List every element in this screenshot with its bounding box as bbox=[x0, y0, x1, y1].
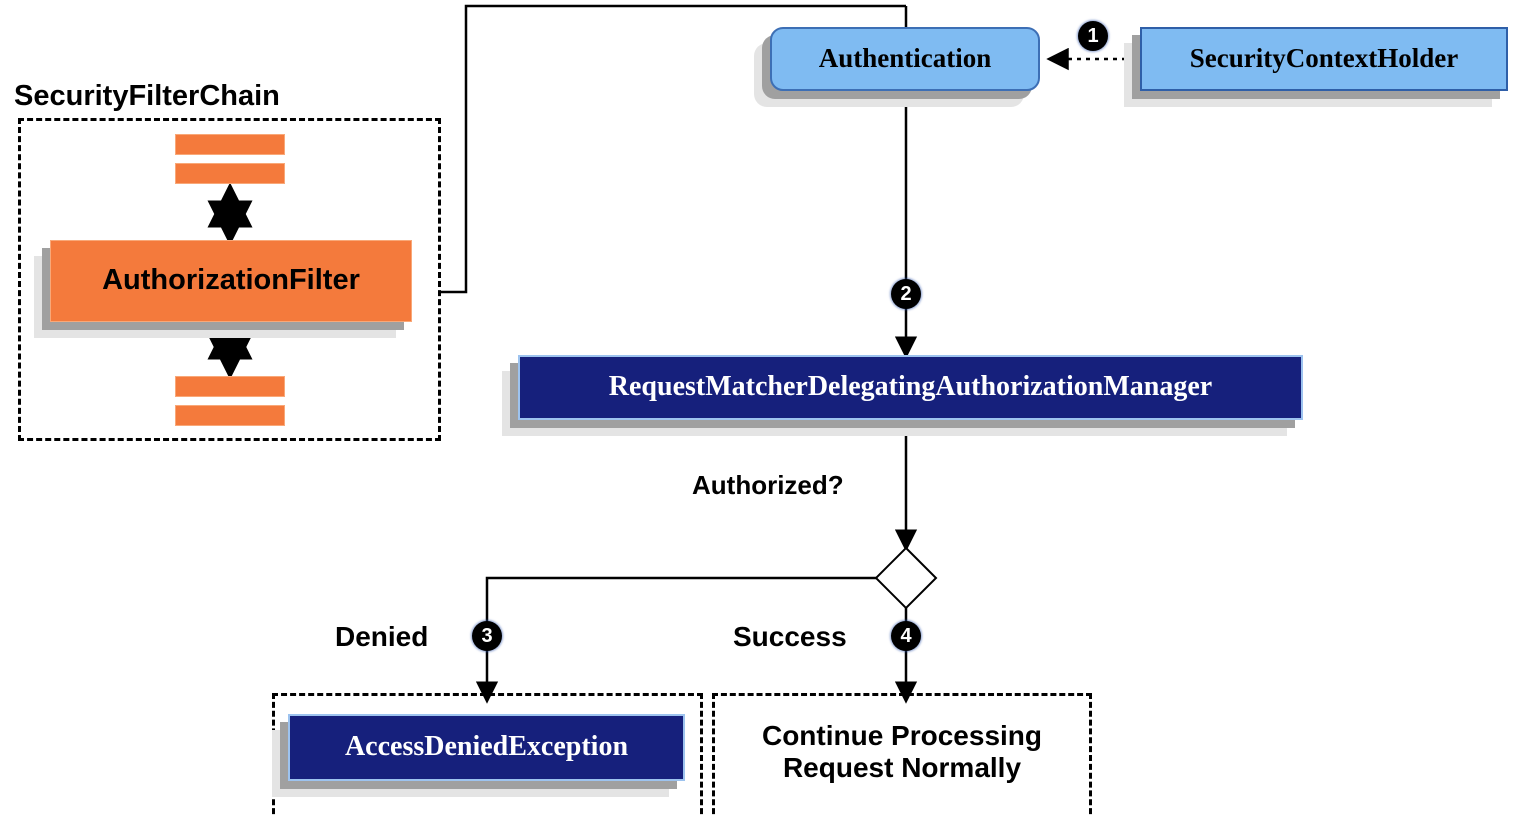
node-access-denied-exception[interactable]: AccessDeniedException bbox=[272, 714, 685, 797]
filter-bar-bottom-2 bbox=[175, 405, 285, 426]
continue-processing-label: Continue Processing Request Normally bbox=[761, 720, 1043, 784]
node-security-context-holder[interactable]: SecurityContextHolder bbox=[1124, 27, 1508, 107]
node-request-matcher-delegating-authorization-manager[interactable]: RequestMatcherDelegatingAuthorizationMan… bbox=[502, 355, 1303, 436]
node-label: Authentication bbox=[818, 43, 992, 74]
decision-question-label: Authorized? bbox=[692, 470, 844, 500]
node-authentication[interactable]: Authentication bbox=[754, 27, 1040, 107]
step-bullet-4: 4 bbox=[891, 621, 921, 651]
node-label: AuthorizationFilter bbox=[102, 264, 360, 297]
security-filter-chain-title: SecurityFilterChain bbox=[14, 80, 280, 112]
node-label: RequestMatcherDelegatingAuthorizationMan… bbox=[608, 371, 1213, 403]
node-face bbox=[288, 714, 685, 781]
node-face bbox=[50, 240, 412, 322]
continue-processing-container bbox=[712, 693, 1092, 816]
node-face bbox=[1140, 27, 1508, 91]
branch-label-success: Success bbox=[733, 621, 847, 652]
filter-bar-bottom-1 bbox=[175, 376, 285, 397]
security-filter-chain-container bbox=[18, 118, 441, 441]
node-label: SecurityContextHolder bbox=[1189, 43, 1459, 74]
step-bullet-1: 1 bbox=[1078, 21, 1108, 51]
decision-diamond bbox=[874, 546, 938, 610]
step-bullet-2: 2 bbox=[891, 279, 921, 309]
node-face bbox=[770, 27, 1040, 91]
step-bullet-3: 3 bbox=[472, 621, 502, 651]
filter-bar-top-1 bbox=[175, 134, 285, 155]
filter-bar-top-2 bbox=[175, 163, 285, 184]
node-face bbox=[518, 355, 1303, 420]
branch-label-denied: Denied bbox=[335, 621, 429, 652]
node-label: AccessDeniedException bbox=[344, 731, 629, 763]
node-authorization-filter[interactable]: AuthorizationFilter bbox=[34, 240, 412, 338]
